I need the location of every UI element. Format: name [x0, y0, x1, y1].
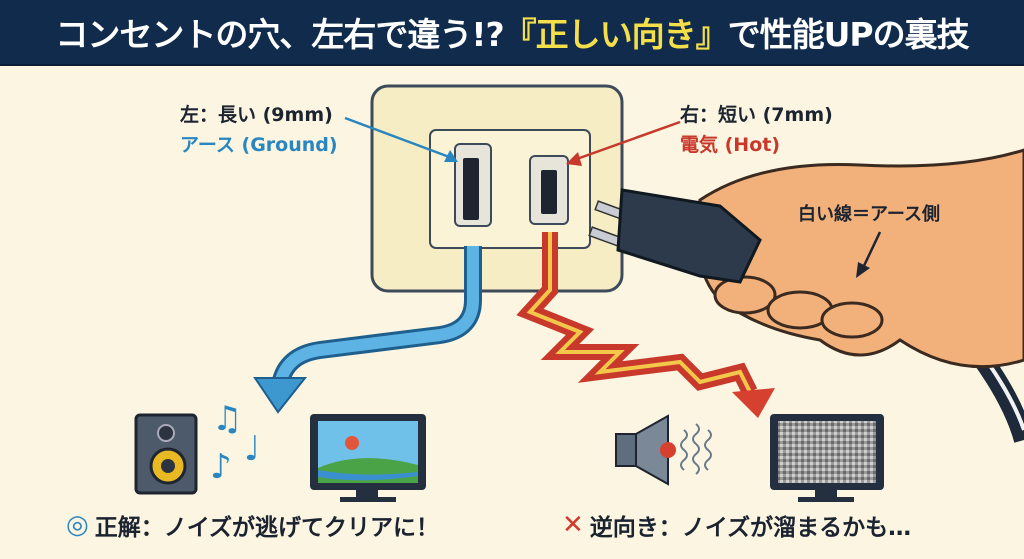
ground-pointer-arrow — [344, 116, 453, 160]
hand — [696, 148, 1024, 369]
tv-static-noise-icon — [770, 414, 884, 502]
svg-text:♪: ♪ — [210, 447, 232, 487]
bad-caption-text: 逆向き：ノイズが溜まるかも… — [589, 515, 912, 541]
left-slot-length-label: 左：長い (9mm) — [180, 104, 333, 126]
good-caption: ◎ 正解：ノイズが逃げてクリアに！ — [66, 508, 439, 542]
speaker-noise-icon — [615, 414, 712, 486]
double-circle-icon: ◎ — [66, 510, 89, 540]
wall-outlet — [370, 84, 624, 293]
right-slot-length-label: 右：短い (7mm) — [680, 104, 833, 126]
speaker-icon — [134, 413, 198, 495]
power-plug — [588, 188, 762, 284]
header-banner: コンセントの穴、左右で違う!?『正しい向き』で性能UPの裏技 — [0, 0, 1024, 66]
right-slot-name-label: 電気 (Hot) — [680, 134, 781, 156]
hot-pointer-arrow — [573, 120, 681, 162]
cross-icon: ✕ — [562, 510, 584, 540]
white-line-pointer-arrow — [860, 231, 882, 271]
title-highlight: 『正しい向き』 — [503, 15, 729, 54]
page-title: コンセントの穴、左右で違う!?『正しい向き』で性能UPの裏技 — [55, 8, 970, 56]
left-slot-name-label: アース (Ground) — [180, 134, 338, 156]
title-text-before: コンセントの穴、左右で違う!? — [55, 15, 504, 54]
bad-caption: ✕ 逆向き：ノイズが溜まるかも… — [562, 508, 911, 542]
svg-text:♩: ♩ — [244, 429, 260, 469]
tv-clear-picture-icon — [310, 414, 426, 502]
svg-text:♫: ♫ — [212, 399, 242, 439]
white-line-label: 白い線＝アース側 — [798, 204, 941, 225]
good-caption-text: 正解：ノイズが逃げてクリアに！ — [94, 515, 439, 541]
title-text-after: で性能UPの裏技 — [727, 15, 970, 54]
music-notes-icon: ♫ ♪ ♩ — [210, 399, 260, 487]
